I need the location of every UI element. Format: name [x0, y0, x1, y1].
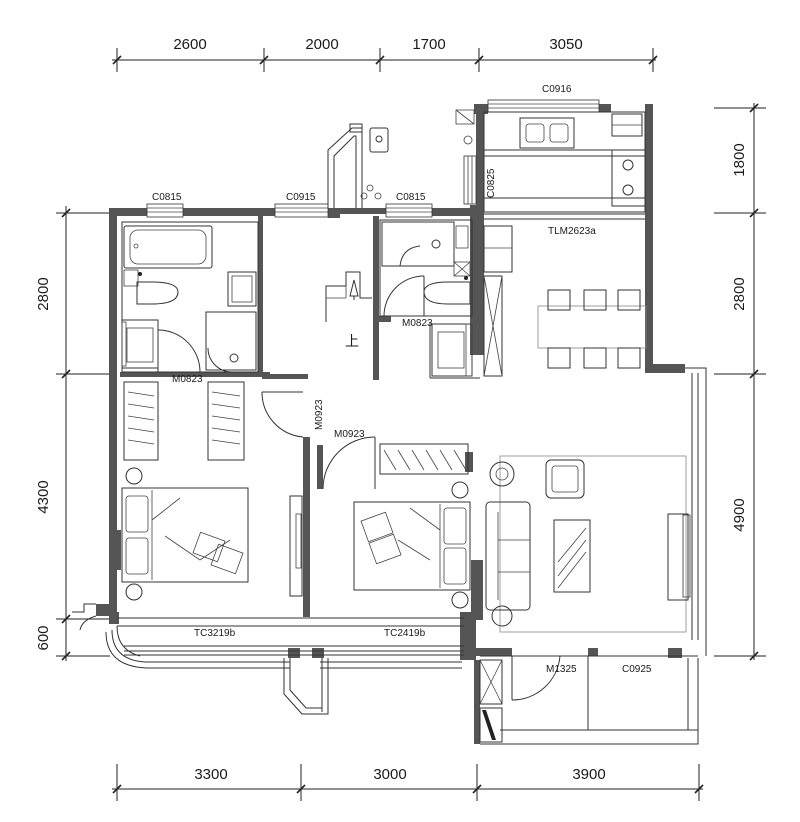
toilet-left-icon	[136, 281, 179, 305]
window-tlm2623a-label: TLM2623a	[548, 226, 596, 237]
bottom-dim-1: 3300	[194, 766, 227, 783]
right-dim-3: 4900	[731, 498, 748, 531]
storage-cabinet	[483, 275, 503, 377]
living-east-window	[682, 514, 691, 598]
top-dim-4: 3050	[549, 36, 582, 53]
coffee-table-icon	[553, 519, 591, 593]
top-dim-1: 2600	[173, 36, 206, 53]
bathroom-mid: M0823	[379, 219, 480, 379]
bathroom-left: M0823	[121, 221, 259, 385]
kitchen-sink-icon	[519, 117, 575, 149]
living-room	[485, 459, 689, 627]
window-tc3219b-label: TC3219b	[194, 628, 236, 639]
top-dim-2: 2000	[305, 36, 338, 53]
outlines	[72, 367, 707, 745]
dining-table	[537, 305, 647, 349]
top-dimension-chain: 2600 2000 1700 3050	[112, 36, 658, 72]
window-tc2419b-label: TC2419b	[384, 628, 426, 639]
right-dim-2: 2800	[731, 277, 748, 310]
window-c0815-left-label: C0815	[152, 192, 182, 203]
bathtub-icon	[123, 225, 213, 269]
shower-left-icon	[205, 311, 257, 371]
left-dim-2: 4300	[35, 480, 52, 513]
window-labels: C0916 C0825 C0815 C0915 C0815 TLM2623a T…	[152, 84, 596, 639]
right-dim-1: 1800	[731, 143, 748, 176]
door-m0923-a-label: M0923	[314, 399, 325, 430]
corridor-doors: M0923 M0923	[123, 381, 376, 490]
bedroom-mid	[353, 443, 471, 609]
bed-mid-icon	[353, 501, 471, 591]
stair-up-label: 上	[345, 333, 359, 349]
top-dim-3: 1700	[412, 36, 445, 53]
door-m0823-mid-label: M0823	[402, 318, 433, 329]
window-c0815-mid	[385, 203, 433, 218]
dining	[483, 225, 647, 377]
walls	[96, 104, 685, 744]
armchair-icon	[545, 459, 585, 499]
window-c0925-label: C0925	[622, 664, 652, 675]
tv-cabinet	[667, 513, 689, 601]
window-c0916-label: C0916	[542, 84, 572, 95]
stairwell: 上	[325, 271, 372, 349]
bottom-dim-2: 3000	[373, 766, 406, 783]
entry-balcony: M1325 C0925	[479, 655, 652, 743]
left-dim-3: 600	[35, 625, 52, 650]
left-dimension-chain: 2800 4300 600	[35, 206, 110, 661]
shower-mid-icon	[381, 221, 455, 267]
window-c0916	[487, 99, 600, 113]
kitchen	[455, 109, 646, 213]
sofa-icon	[485, 501, 531, 611]
left-dim-1: 2800	[35, 277, 52, 310]
bed-left-icon	[121, 487, 249, 583]
bottom-dimension-chain: 3300 3000 3900	[112, 764, 704, 801]
window-c0915-label: C0915	[286, 192, 316, 203]
window-c0815-left	[146, 203, 184, 218]
door-m0923-b-label: M0923	[334, 429, 365, 440]
bottom-dim-3: 3900	[572, 766, 605, 783]
stove-icon	[611, 149, 646, 207]
upper-balcony	[327, 123, 389, 208]
toilet-mid-icon	[423, 281, 471, 305]
door-m0823-left-label: M0823	[172, 374, 203, 385]
window-c0825-label: C0825	[486, 168, 497, 198]
windows	[146, 99, 645, 220]
door-m1325-label: M1325	[546, 664, 577, 675]
window-c0825	[463, 155, 477, 205]
window-c0815-mid-label: C0815	[396, 192, 426, 203]
right-dimension-chain: 1800 2800 4900	[714, 103, 766, 661]
window-c0915	[274, 203, 329, 218]
bedroom-left	[121, 467, 303, 601]
